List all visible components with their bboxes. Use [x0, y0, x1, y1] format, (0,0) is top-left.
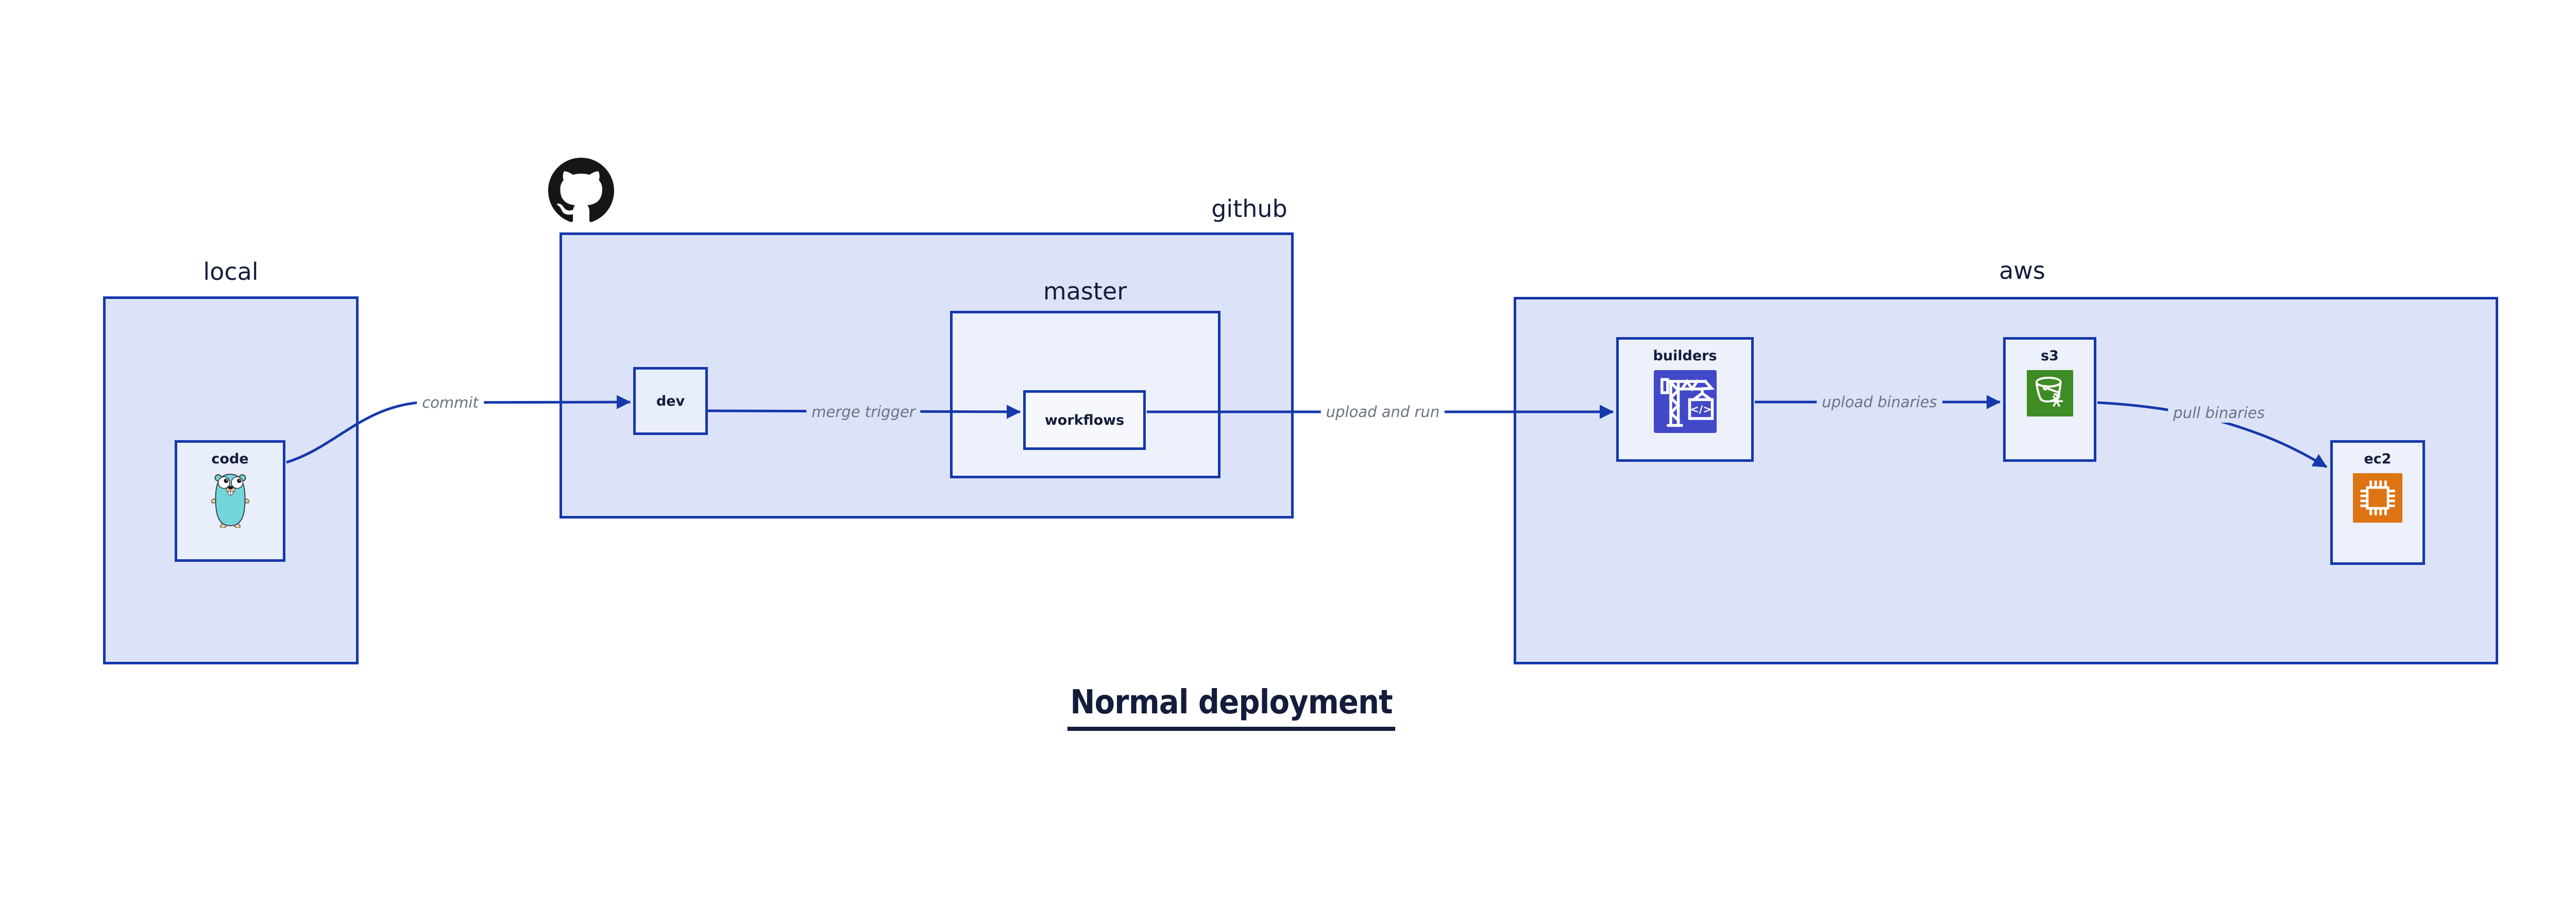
go-gopher-icon [210, 473, 250, 530]
node-ec2: ec2 [2330, 440, 2425, 565]
node-code-label: code [211, 451, 249, 467]
node-builders: builders </> [1616, 337, 1754, 462]
edge-label-upload-and-run: upload and run [1320, 402, 1445, 422]
codebuild-crane-icon: </> [1653, 370, 1718, 435]
s3-glacier-bucket-icon [2026, 370, 2074, 419]
group-local-label: local [203, 258, 259, 286]
node-s3-label: s3 [2041, 348, 2059, 364]
edge-label-pull-binaries: pull binaries [2168, 403, 2270, 423]
ec2-chip-icon [2353, 473, 2402, 525]
github-octocat-icon [548, 158, 614, 222]
node-code: code [175, 440, 285, 562]
group-aws-label: aws [1999, 257, 2045, 285]
edge-label-merge-trigger: merge trigger [806, 402, 921, 422]
node-dev-label: dev [656, 393, 685, 409]
group-github-label: github [1211, 195, 1287, 223]
node-dev: dev [633, 367, 708, 435]
diagram-title: Normal deployment [1067, 683, 1396, 731]
edge-label-commit: commit [417, 393, 484, 412]
node-builders-label: builders [1653, 348, 1717, 364]
svg-text:</>: </> [1690, 403, 1711, 415]
edge-label-upload-binaries: upload binaries [1817, 392, 1942, 412]
node-s3: s3 [2003, 337, 2096, 462]
group-master-label: master [1043, 277, 1127, 305]
node-workflows-label: workflows [1044, 412, 1125, 428]
node-ec2-label: ec2 [2364, 451, 2392, 467]
node-workflows: workflows [1023, 390, 1146, 450]
